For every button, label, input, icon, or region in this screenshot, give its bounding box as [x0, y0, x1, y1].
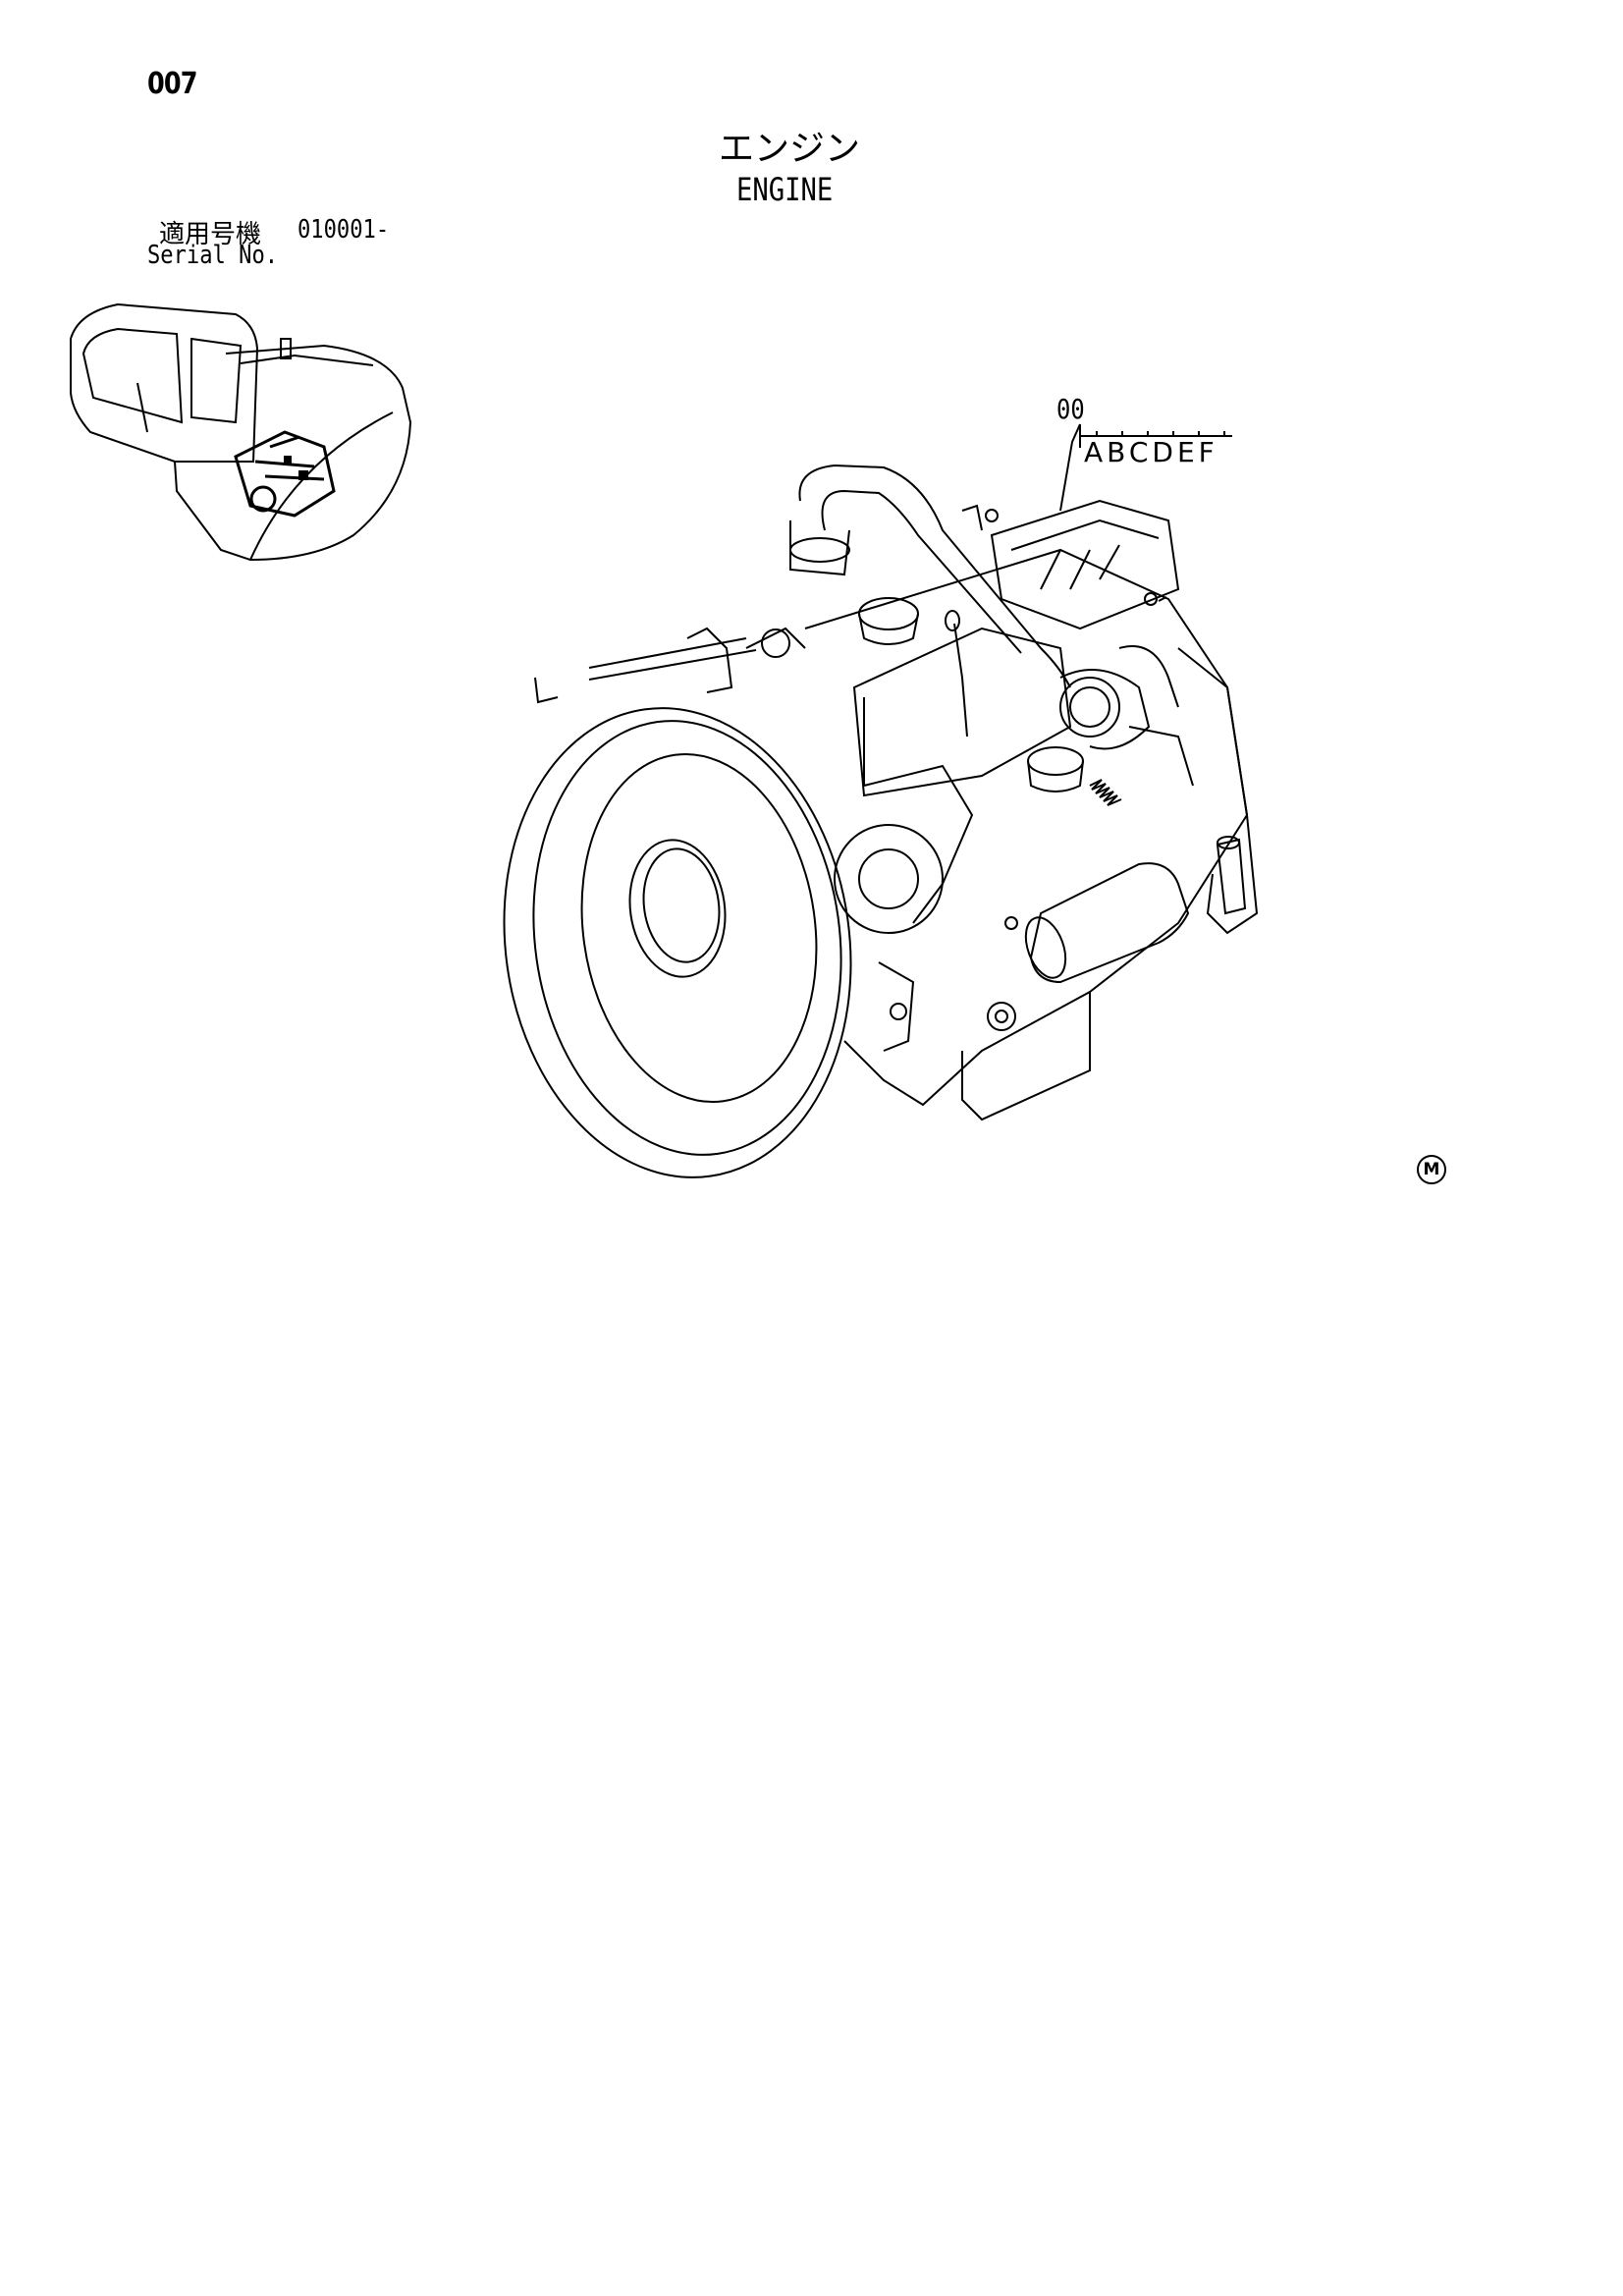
title-english: ENGINE	[736, 171, 834, 208]
excavator-locator-thumbnail	[70, 302, 412, 562]
callout-variant-letters: ABCDEF	[1084, 436, 1218, 468]
serial-label-japanese: 適用号機	[159, 220, 262, 249]
callout-reference-number: 00	[1056, 393, 1085, 425]
engine-assembly-illustration	[503, 423, 1259, 1178]
title-japanese: エンジン	[719, 129, 861, 169]
serial-label-english: Serial No.	[147, 241, 279, 270]
callout-scale-bar	[1079, 424, 1232, 448]
serial-range: 010001-	[298, 215, 390, 245]
circled-m-mark: M	[1417, 1155, 1446, 1184]
page-number: 007	[147, 67, 198, 101]
